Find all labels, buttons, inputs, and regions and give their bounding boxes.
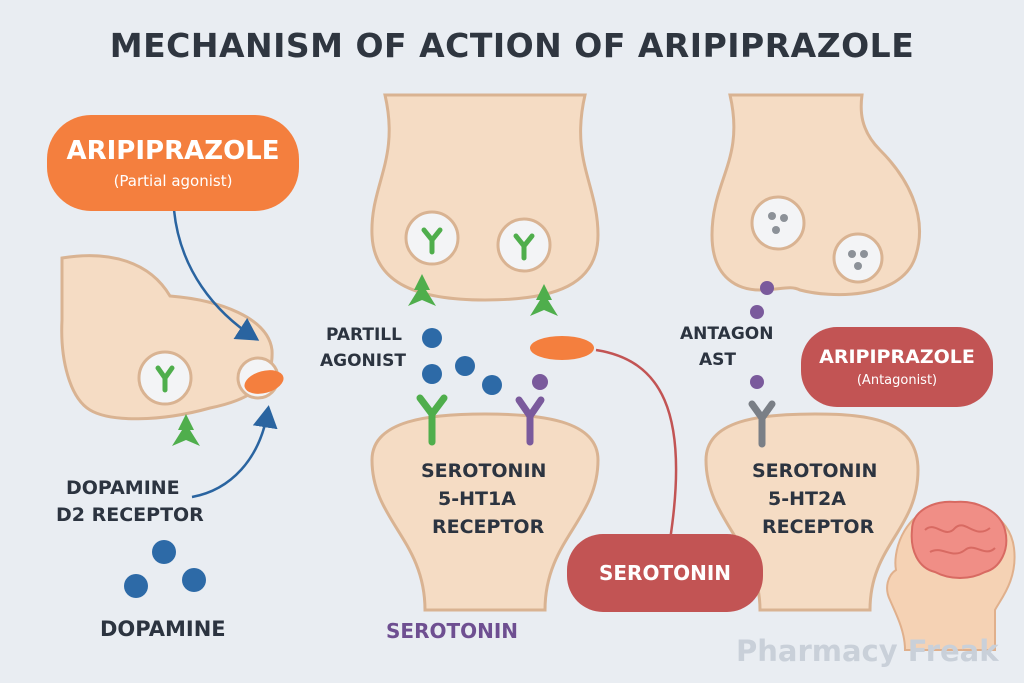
middle-serotonin-molecules xyxy=(422,328,548,395)
partial-agonist-label-1: PARTILL xyxy=(326,325,402,345)
antagonist-label-2: AST xyxy=(699,350,736,370)
pill-to-cleft-arrow xyxy=(172,209,260,341)
middle-aripiprazole-molecule xyxy=(530,336,594,360)
right-aripiprazole-pill: ARIPIPRAZOLE (Antagonist) xyxy=(801,327,993,407)
serotonin-bottom-label: SEROTONIN xyxy=(386,619,519,643)
serotonin-pill-name: SEROTONIN xyxy=(598,561,732,585)
left-arrow-up-icon xyxy=(172,414,200,446)
right-serotonin-molecules xyxy=(750,281,774,389)
5ht1a-receptor-purple-icon xyxy=(515,396,545,446)
middle-postsynaptic-neuron xyxy=(370,394,600,612)
5ht1a-receptor-label-3: RECEPTOR xyxy=(432,516,545,538)
5ht1a-receptor-label-1: SEROTONIN xyxy=(421,460,547,482)
dopamine-molecules xyxy=(124,540,206,598)
5ht2a-receptor-label-1: SEROTONIN xyxy=(752,460,878,482)
left-pill-role: (Partial agonist) xyxy=(113,172,233,190)
left-aripiprazole-pill: ARIPIPRAZOLE (Partial agonist) xyxy=(47,115,299,211)
watermark: Pharmacy Freak xyxy=(736,634,999,668)
serotonin-pill: SEROTONIN xyxy=(567,534,763,612)
5ht2a-receptor-label-2: 5-HT2A xyxy=(768,488,846,510)
5ht1a-receptor-green-icon xyxy=(416,394,448,446)
antagonist-label-1: ANTAGON xyxy=(680,324,774,344)
left-aripiprazole-molecule xyxy=(244,370,284,394)
left-pill-name: ARIPIPRAZOLE xyxy=(66,136,280,166)
middle-presynaptic-neuron xyxy=(370,93,600,316)
dopamine-label: DOPAMINE xyxy=(100,617,226,641)
left-presynaptic-neuron xyxy=(60,254,284,446)
middle-arrow-up-icon-1 xyxy=(408,274,436,306)
receptor-to-cleft-arrow xyxy=(191,405,278,499)
5ht2a-receptor-gray-icon xyxy=(748,400,776,448)
right-vesicle-2 xyxy=(832,232,884,284)
dopamine-receptor-label-1: DOPAMINE xyxy=(66,477,180,499)
right-vesicle-1 xyxy=(750,195,806,251)
left-receptor-green-icon xyxy=(155,365,175,393)
right-pill-role: (Antagonist) xyxy=(856,373,938,388)
partial-agonist-label-2: AGONIST xyxy=(320,351,406,371)
right-presynaptic-neuron xyxy=(710,93,921,297)
brain-head-icon xyxy=(886,500,1016,651)
middle-arrow-up-icon-2 xyxy=(530,284,558,316)
right-pill-name: ARIPIPRAZOLE xyxy=(819,346,975,368)
5ht2a-receptor-label-3: RECEPTOR xyxy=(762,516,875,538)
5ht1a-receptor-label-2: 5-HT1A xyxy=(438,488,516,510)
molecule-to-serotonin-pill-line xyxy=(595,348,678,541)
page-title: MECHANISM OF ACTION OF ARIPIPRAZOLE xyxy=(109,26,915,65)
dopamine-receptor-label-2: D2 RECEPTOR xyxy=(56,504,204,526)
